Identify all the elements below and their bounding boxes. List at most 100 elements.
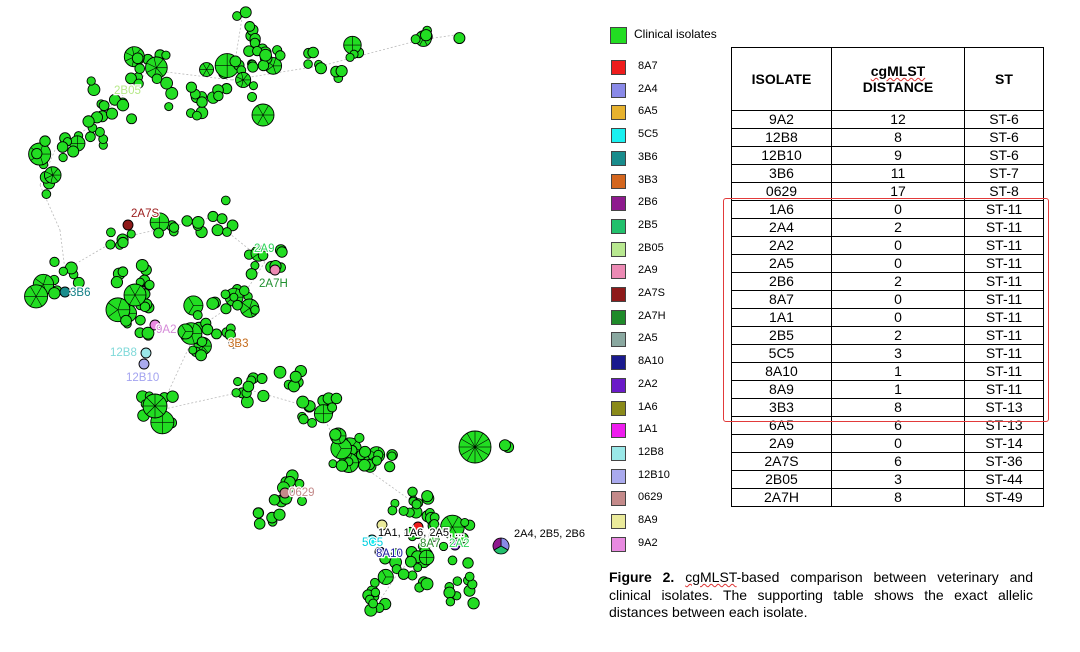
isolate-node [126, 113, 137, 125]
isolate-node [276, 246, 288, 258]
highlighted-isolate-node [376, 519, 388, 531]
tree-node-label: 2A2 [449, 538, 469, 550]
st-cell: ST-6 [964, 128, 1044, 147]
highlighted-isolate-node [412, 521, 424, 533]
legend-swatch [611, 82, 626, 98]
legend-item: 2B5 [608, 216, 738, 236]
isolate-node [268, 494, 281, 506]
legend-item: 8A7 [608, 57, 738, 77]
highlighted-isolate-node [59, 286, 71, 298]
legend-item: 2A7H [608, 307, 738, 327]
isolate-node [98, 100, 110, 112]
st-cell: ST-11 [964, 362, 1044, 381]
isolate-node [153, 227, 164, 239]
st-cell: ST-11 [964, 218, 1044, 237]
isolate-node [151, 73, 163, 85]
tree-node-label: 12B8 [110, 347, 137, 359]
isolate-node [328, 459, 338, 469]
legend-swatch [611, 491, 626, 507]
isolate-node [452, 576, 463, 586]
tree-node-label: 2A7S [131, 208, 159, 220]
st-cell: ST-11 [964, 308, 1044, 327]
legend-item: 2A5 [608, 329, 738, 349]
isolate-node [86, 76, 96, 86]
legend-item: Clinical isolates [608, 26, 738, 46]
isolate-node [188, 345, 198, 355]
isolate-node [56, 141, 69, 153]
legend-swatch [611, 60, 626, 75]
legend-label: 5C5 [638, 128, 659, 141]
figure-caption: Figure 2. cgMLST-based comparison betwee… [609, 569, 1033, 620]
isolate-node [31, 148, 43, 160]
isolate-node [245, 268, 258, 280]
st-cell: ST-49 [964, 488, 1044, 507]
isolate-cell: 3B3 [731, 398, 832, 417]
minimum-spanning-tree: 2B052A7S2A92A7H3B69A212B812B103B306291A1… [24, 6, 586, 617]
st-cell: ST-11 [964, 272, 1044, 291]
isolate-node [126, 229, 136, 239]
isolate-node [275, 50, 286, 61]
isolate-cell: 3B6 [731, 164, 832, 183]
st-cell: ST-6 [964, 146, 1044, 165]
legend-label: 2A4 [638, 82, 658, 95]
isolate-node [168, 222, 180, 233]
st-cell: ST-6 [964, 110, 1044, 129]
isolate-node [248, 81, 258, 91]
isolate-node [82, 115, 95, 128]
isolate-node [58, 266, 68, 276]
legend-label: Clinical isolates [634, 27, 717, 41]
st-cell: ST-14 [964, 434, 1044, 453]
isolate-node [110, 276, 124, 289]
legend-label: 8A9 [638, 514, 658, 526]
legend-item: 8A10 [608, 352, 738, 372]
isolate-node [133, 78, 144, 89]
legend-label: 8A7 [638, 60, 658, 72]
isolate-node [457, 532, 469, 544]
legend-label: 2A7H [638, 309, 666, 322]
isolate-node [384, 461, 396, 473]
tree-node-label: 2B05 [114, 85, 141, 97]
legend-swatch [611, 514, 626, 529]
isolate-node [460, 517, 470, 527]
isolate-node [253, 518, 266, 530]
isolate-node [289, 370, 302, 383]
legend-item: 9A2 [608, 534, 738, 554]
isolate-node [144, 279, 155, 290]
legend-swatch [611, 173, 626, 189]
isolate-node [72, 276, 85, 289]
isolate-node [106, 227, 116, 238]
legend-item: 12B10 [608, 466, 738, 486]
legend-item: 3B6 [608, 148, 738, 168]
isolate-node [229, 292, 239, 302]
legend-label: 2B05 [638, 241, 664, 254]
isolate-node [327, 402, 338, 413]
isolate-node [257, 59, 270, 72]
legend-label: 2A5 [638, 332, 658, 345]
legend-label: 1A1 [638, 423, 658, 436]
legend-label: 6A5 [638, 105, 658, 118]
isolate-node [139, 301, 151, 313]
distance-cell: 3 [831, 470, 965, 489]
legend-label: 2A7S [638, 287, 665, 299]
legend-label: 1A6 [638, 400, 658, 413]
highlighted-isolate-node [140, 347, 152, 359]
distance-cell: 9 [831, 146, 965, 165]
legend-item: 2B6 [608, 193, 738, 213]
isolate-node [390, 548, 400, 558]
st11-highlight-box [723, 198, 1049, 422]
legend-item: 2A4 [608, 80, 738, 100]
highlighted-isolate-node [228, 337, 240, 349]
tree-node-label: 8A10 [376, 548, 403, 560]
legend-label: 3B3 [638, 173, 658, 186]
isolate-node [239, 285, 250, 296]
isolate-cell: 8A10 [731, 362, 832, 381]
legend-item: 2A2 [608, 375, 738, 395]
isolate-node [370, 577, 380, 588]
isolate-node [296, 395, 310, 409]
isolate-node [41, 189, 52, 199]
isolate-node [58, 152, 68, 163]
